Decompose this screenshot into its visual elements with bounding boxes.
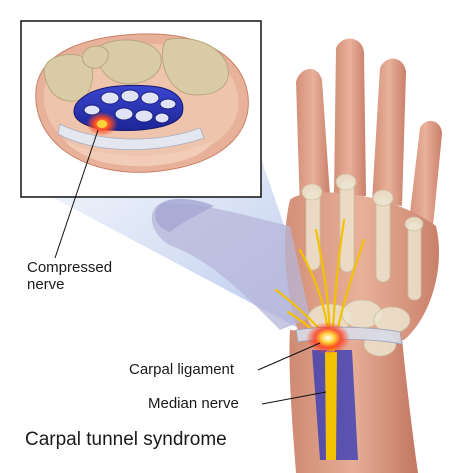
carpal-bones-section xyxy=(43,37,229,102)
flexor-tendons-section xyxy=(83,89,177,124)
inflammation-glow-wrist xyxy=(306,322,350,354)
label-compressed-nerve-line2: nerve xyxy=(27,276,65,293)
leader-median-nerve xyxy=(261,391,327,405)
cross-section-inset xyxy=(20,20,262,198)
median-nerve xyxy=(325,352,337,460)
label-carpal-ligament: Carpal ligament xyxy=(129,361,235,378)
label-median-nerve: Median nerve xyxy=(148,395,239,412)
leader-lines xyxy=(54,129,327,405)
leader-carpal-ligament xyxy=(257,342,321,371)
label-compressed-nerve-line1: Compressed xyxy=(27,259,113,276)
diagram-title: Carpal tunnel syndrome xyxy=(25,429,227,450)
leader-compressed-nerve xyxy=(54,129,99,259)
hand xyxy=(151,38,442,340)
